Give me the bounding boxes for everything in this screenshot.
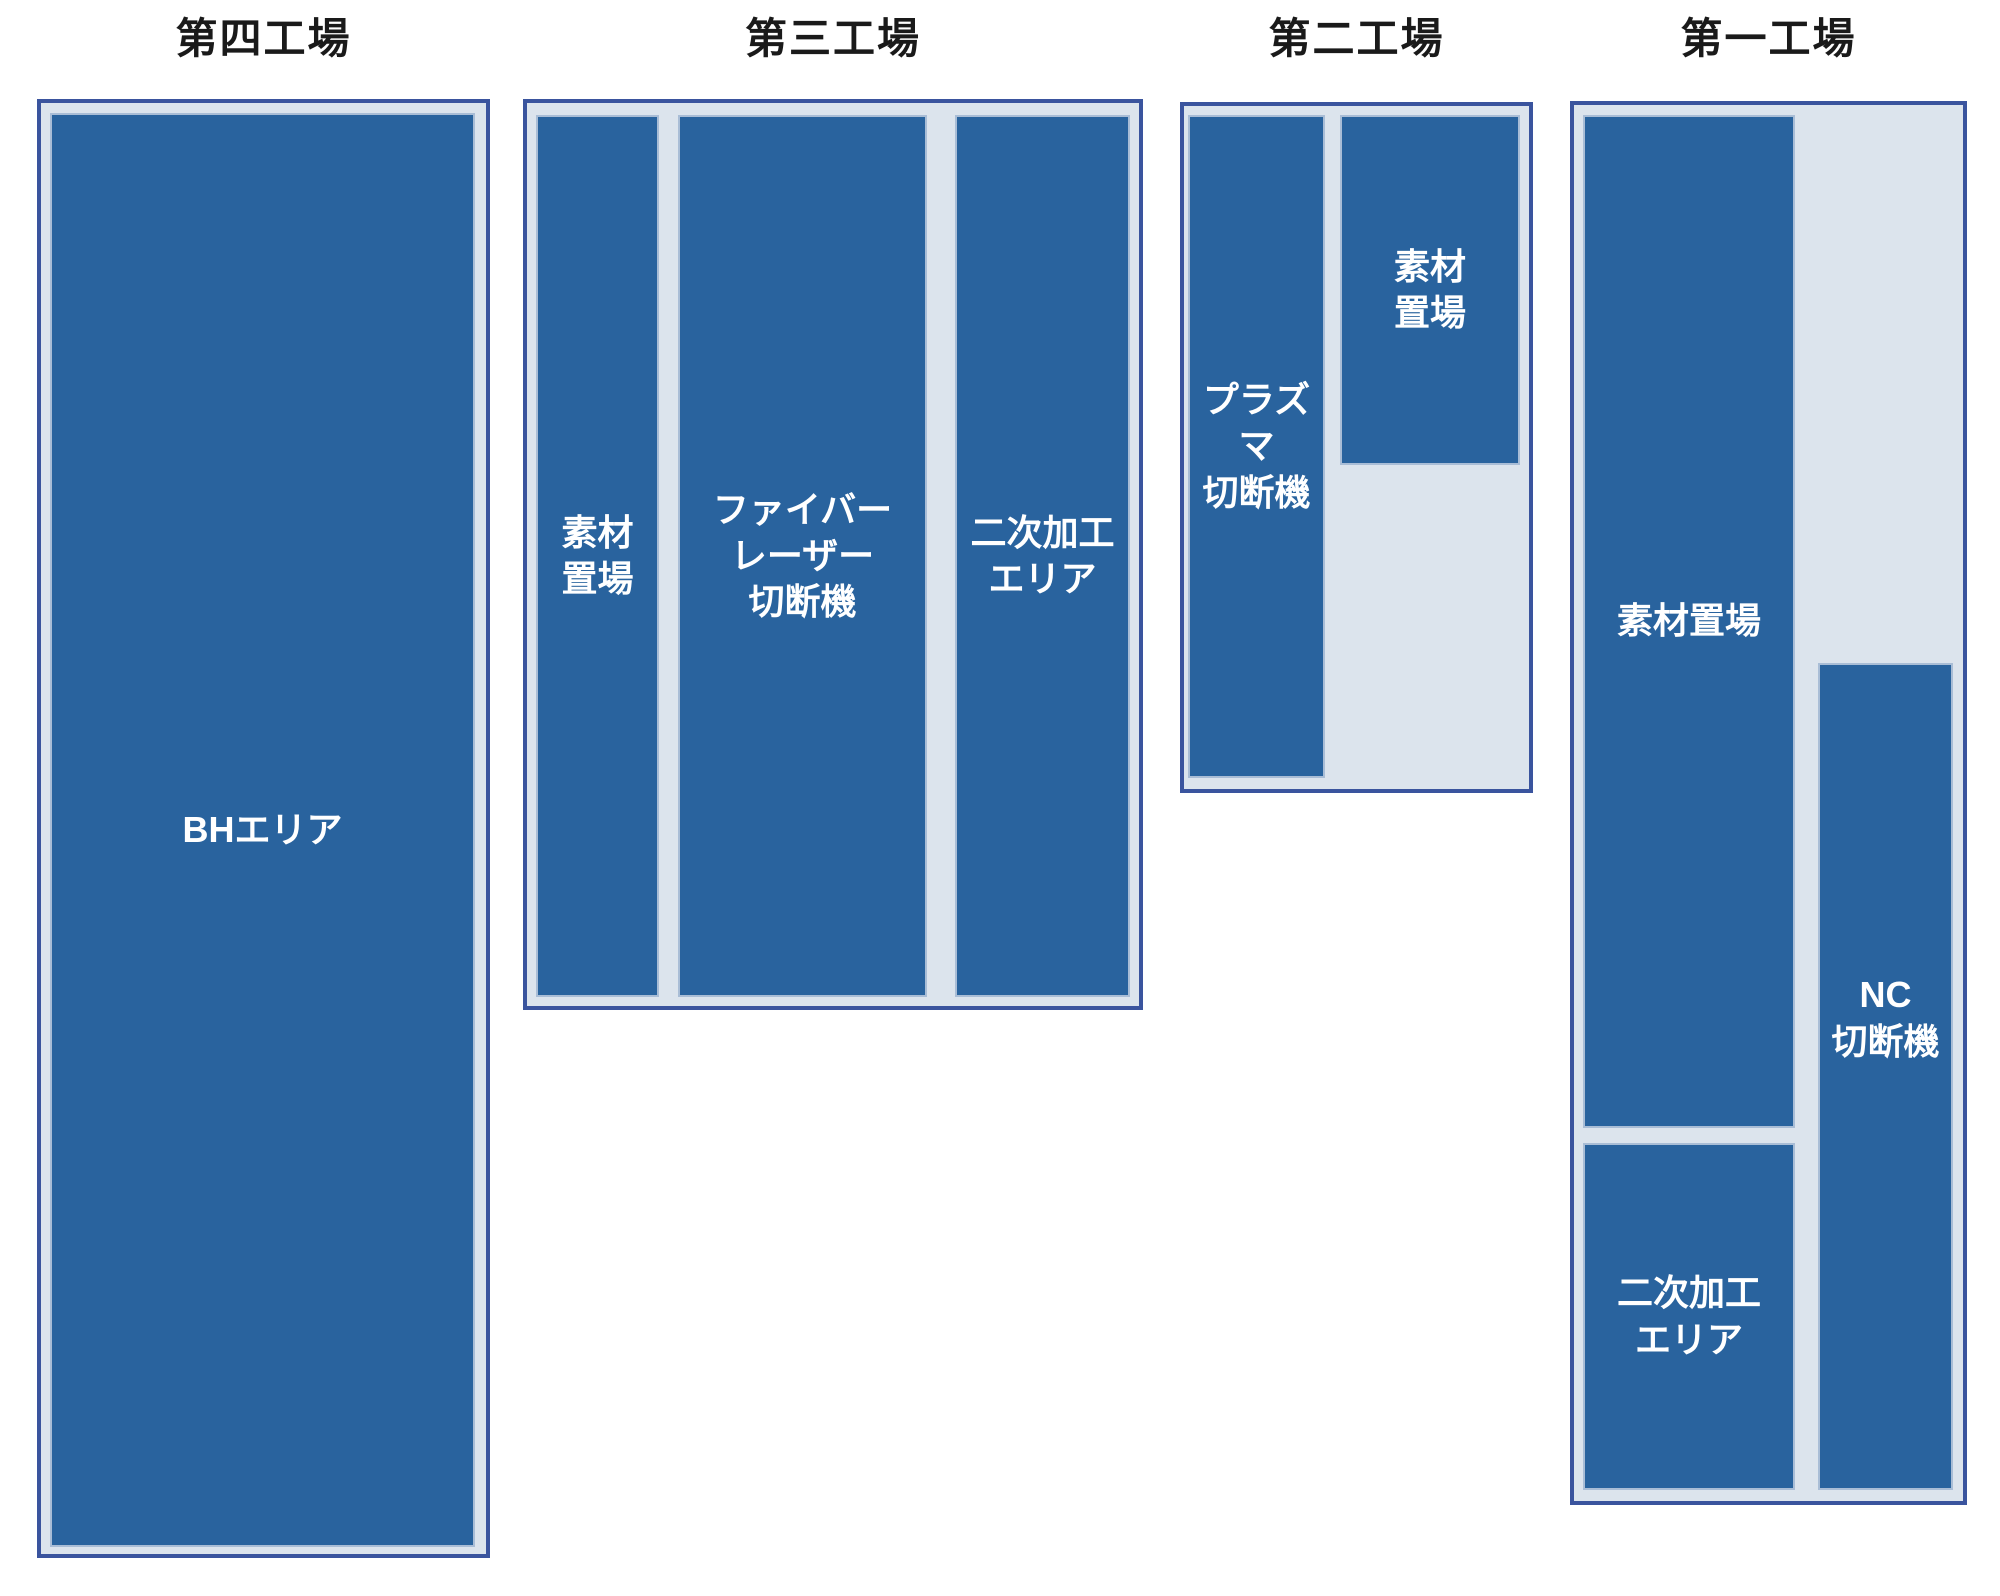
factory-1-nc-cutter-area: NC 切断機	[1818, 663, 1953, 1490]
factory-3-material-storage-label: 素材 置場	[561, 511, 634, 599]
factory-1-nc-cutter-label: NC 切断機	[1831, 974, 1940, 1062]
factory-3-secondary-processing-area: 二次加工 エリア	[955, 115, 1130, 997]
factory-2-plasma-cutter-area: プラズマ 切断機	[1188, 115, 1325, 778]
factory-1-secondary-processing-area: 二次加工 エリア	[1583, 1143, 1795, 1490]
factory-1-material-storage-area: 素材置場	[1583, 115, 1795, 1128]
factory-1-secondary-processing-label: 二次加工 エリア	[1616, 1272, 1761, 1360]
factory-1-container: 素材置場 二次加工 エリア NC 切断機	[1570, 101, 1967, 1505]
factory-3-fiber-laser-cutter-area: ファイバー レーザー 切断機	[678, 115, 927, 997]
factory-1-material-storage-label: 素材置場	[1616, 600, 1761, 642]
factory-3-material-storage-area: 素材 置場	[536, 115, 659, 997]
factory-1-title: 第一工場	[1680, 15, 1857, 62]
factory-3-title: 第三工場	[744, 15, 921, 62]
factory-2-material-storage-area: 素材 置場	[1340, 115, 1520, 465]
factory-2-container: プラズマ 切断機 素材 置場	[1180, 102, 1533, 793]
factory-2-material-storage-label: 素材 置場	[1393, 245, 1466, 333]
factory-4-bh-area: BHエリア	[50, 113, 475, 1547]
factory-3-fiber-laser-cutter-label: ファイバー レーザー 切断機	[712, 488, 893, 623]
factory-3-secondary-processing-label: 二次加工 エリア	[970, 511, 1115, 599]
factory-2-title: 第二工場	[1268, 15, 1445, 62]
factory-2-plasma-cutter-label: プラズマ 切断機	[1202, 379, 1311, 513]
factory-4-bh-area-label: BHエリア	[182, 808, 343, 850]
factory-4-container: BHエリア	[37, 99, 490, 1558]
factory-4-title: 第四工場	[175, 15, 352, 62]
factory-3-container: 素材 置場 ファイバー レーザー 切断機 二次加工 エリア	[523, 99, 1143, 1010]
